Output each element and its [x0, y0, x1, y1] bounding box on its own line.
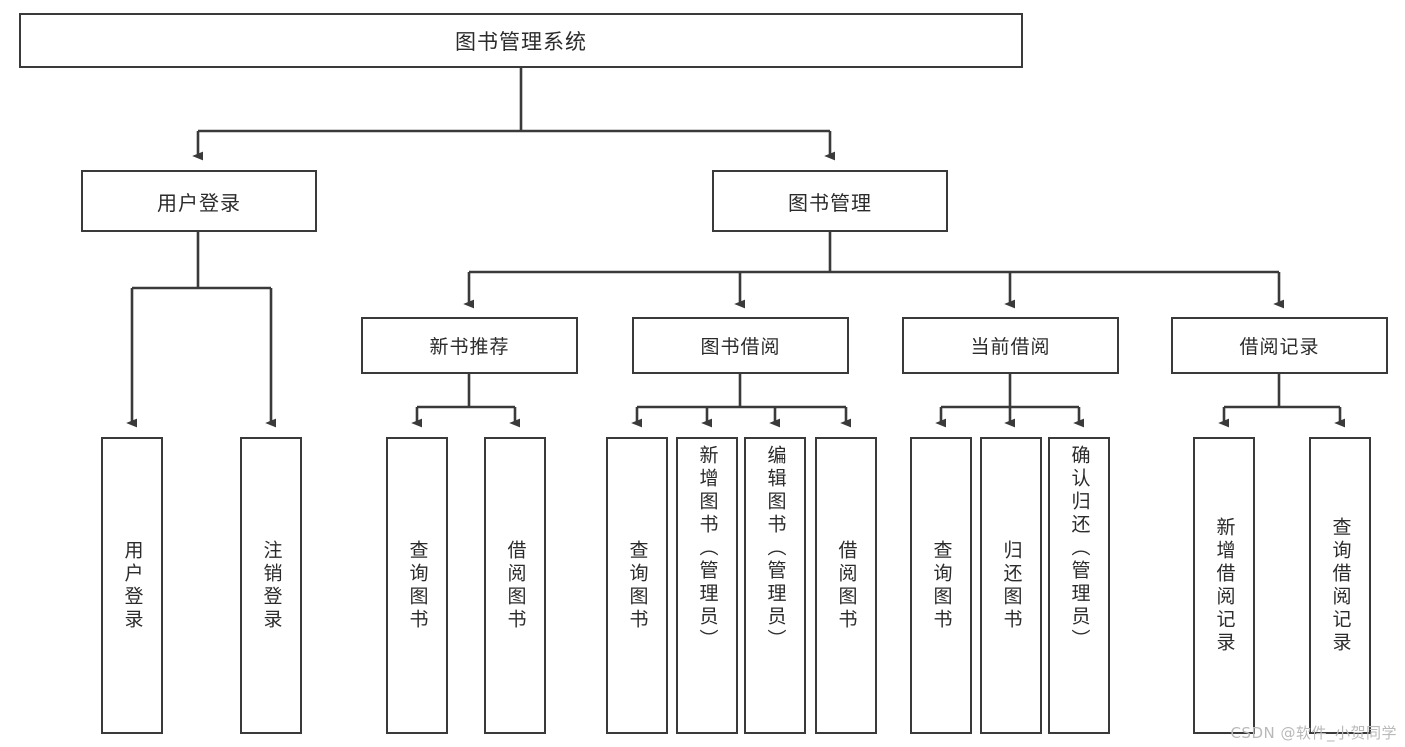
node-current-borrow[interactable]: 当前借阅 [902, 317, 1119, 374]
node-label: 图书借阅 [700, 336, 781, 358]
leaf-recommend-borrow-book[interactable]: 借阅图书 [484, 437, 546, 734]
node-label: 当前借阅 [970, 336, 1051, 358]
leaf-user-login[interactable]: 用户登录 [101, 437, 163, 734]
leaf-label: 借阅图书 [835, 539, 858, 632]
leaf-current-query-book[interactable]: 查询图书 [910, 437, 972, 734]
node-label: 用户登录 [157, 190, 241, 215]
leaf-label: 查询借阅记录 [1329, 516, 1352, 655]
leaf-record-add-borrow-record[interactable]: 新增借阅记录 [1193, 437, 1255, 734]
leaf-label: 确认归还（管理员） [1068, 445, 1091, 652]
node-label: 借阅记录 [1239, 336, 1320, 358]
leaf-label: 新增借阅记录 [1213, 516, 1236, 655]
leaf-label: 新增图书（管理员） [696, 445, 719, 652]
node-book-borrow[interactable]: 图书借阅 [632, 317, 849, 374]
leaf-borrow-edit-book-admin[interactable]: 编辑图书（管理员） [744, 437, 806, 734]
leaf-record-query-borrow-record[interactable]: 查询借阅记录 [1309, 437, 1371, 734]
leaf-user-logout[interactable]: 注销登录 [240, 437, 302, 734]
leaf-current-return-book[interactable]: 归还图书 [980, 437, 1042, 734]
node-label: 图书管理系统 [455, 29, 587, 54]
leaf-label: 查询图书 [930, 539, 953, 632]
leaf-recommend-query-book[interactable]: 查询图书 [386, 437, 448, 734]
leaf-label: 查询图书 [406, 539, 429, 632]
leaf-label: 用户登录 [121, 539, 144, 632]
node-root-system[interactable]: 图书管理系统 [19, 13, 1023, 68]
node-label: 新书推荐 [429, 336, 510, 358]
csdn-watermark: CSDN @软件_小贺同学 [1230, 724, 1397, 742]
leaf-current-confirm-return-admin[interactable]: 确认归还（管理员） [1048, 437, 1110, 734]
leaf-borrow-add-book-admin[interactable]: 新增图书（管理员） [676, 437, 738, 734]
node-book-management[interactable]: 图书管理 [712, 170, 948, 232]
leaf-borrow-query-book[interactable]: 查询图书 [606, 437, 668, 734]
leaf-label: 查询图书 [626, 539, 649, 632]
leaf-label: 编辑图书（管理员） [764, 445, 787, 652]
leaf-label: 归还图书 [1000, 539, 1023, 632]
node-label: 图书管理 [788, 190, 872, 215]
node-user-login[interactable]: 用户登录 [81, 170, 317, 232]
leaf-borrow-borrow-book[interactable]: 借阅图书 [815, 437, 877, 734]
node-new-book-recommend[interactable]: 新书推荐 [361, 317, 578, 374]
leaf-label: 借阅图书 [504, 539, 527, 632]
node-borrow-record[interactable]: 借阅记录 [1171, 317, 1388, 374]
leaf-label: 注销登录 [260, 539, 283, 632]
